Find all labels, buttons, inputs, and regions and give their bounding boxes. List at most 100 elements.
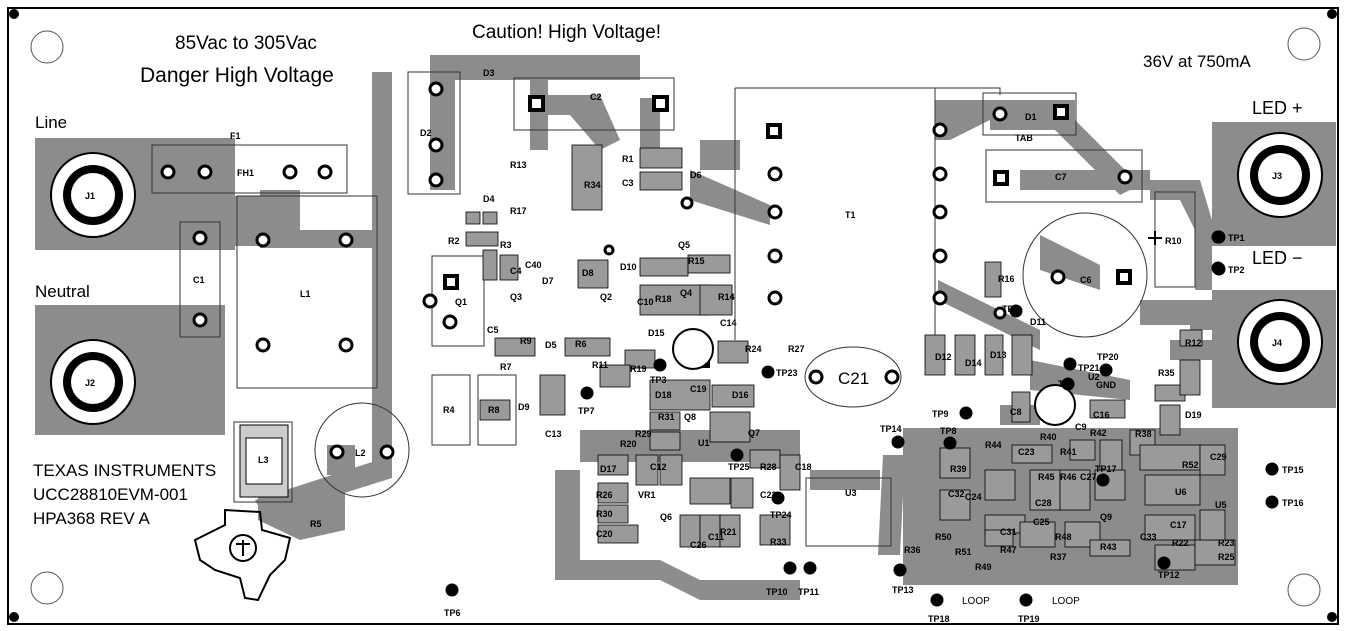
- tp-tp6: TP6: [444, 608, 461, 618]
- tp-tp15: TP15: [1282, 465, 1304, 475]
- ref-q9: Q9: [1100, 512, 1112, 522]
- ref-d10: D10: [620, 262, 637, 272]
- ref-c10: C10: [637, 297, 654, 307]
- tp-tp11: TP11: [798, 587, 819, 597]
- fh1-label: FH1: [237, 168, 254, 178]
- ref-c23: C23: [1018, 447, 1035, 457]
- ref-c31: C31: [1000, 527, 1017, 537]
- ref-r7: R7: [500, 362, 512, 372]
- ref-c20: C20: [596, 529, 613, 539]
- ref-r44: R44: [985, 440, 1002, 450]
- c21-label: C21: [838, 369, 869, 388]
- ref-c27: C27: [1080, 472, 1097, 482]
- revision-text: HPA368 REV A: [33, 509, 151, 528]
- ref-d6: D6: [690, 170, 702, 180]
- ref-r30: R30: [596, 509, 613, 519]
- r5-label: R5: [310, 519, 322, 529]
- ref-c19: C19: [690, 384, 707, 394]
- ref-u5: U5: [1215, 500, 1227, 510]
- tp-tp14: TP14: [880, 424, 902, 434]
- ref-r46: R46: [1060, 472, 1077, 482]
- ref-d4: D4: [483, 194, 495, 204]
- ref-r18: R18: [655, 294, 672, 304]
- ref-c33: C33: [1140, 532, 1157, 542]
- ref-d12: D12: [935, 352, 952, 362]
- ref-r31: R31: [658, 412, 675, 422]
- ref-r49: R49: [975, 562, 992, 572]
- ref-r9: R9: [520, 336, 532, 346]
- input-range-text: 85Vac to 305Vac: [175, 33, 317, 54]
- ref-c16: C16: [1093, 410, 1110, 420]
- test-points: [445, 230, 1279, 607]
- ref-r16: R16: [998, 274, 1015, 284]
- tp-tp21: TP21: [1078, 363, 1100, 373]
- tp-tp13: TP13: [892, 585, 914, 595]
- ref-c8: C8: [1010, 407, 1022, 417]
- ref-c13: C13: [545, 429, 562, 439]
- terminal-j1: [50, 152, 136, 238]
- ref-r23: R23: [1218, 538, 1235, 548]
- ref-d17: D17: [600, 464, 617, 474]
- d2-label: D2: [420, 128, 432, 138]
- ref-d8: D8: [582, 268, 594, 278]
- terminal-j3: [1237, 132, 1323, 218]
- tp-tp12: TP12: [1158, 570, 1180, 580]
- ref-d14: D14: [965, 358, 982, 368]
- tp-tp20: TP20: [1097, 352, 1119, 362]
- r10-label: R10: [1165, 236, 1182, 246]
- ref-r38: R38: [1135, 429, 1152, 439]
- ref-u2: U2: [1088, 372, 1100, 382]
- ref-r13: R13: [510, 160, 527, 170]
- ref-q3: Q3: [510, 292, 522, 302]
- pads: [160, 81, 1225, 460]
- ref-r52: R52: [1182, 460, 1199, 470]
- ref-r39: R39: [950, 464, 967, 474]
- ref-r37: R37: [1050, 552, 1067, 562]
- tp-tp16: TP16: [1282, 498, 1304, 508]
- ref-r25: R25: [1218, 552, 1235, 562]
- smd-pads: [465, 144, 1236, 571]
- ref-q2: Q2: [600, 292, 612, 302]
- caution-text: Caution! High Voltage!: [472, 22, 661, 43]
- tp-tp10: TP10: [766, 587, 788, 597]
- ref-c18: C18: [795, 462, 812, 472]
- ref-d3: D3: [483, 68, 495, 78]
- ref-d7: D7: [542, 276, 554, 286]
- loop-label-2: LOOP: [1052, 596, 1080, 607]
- j1-label: J1: [85, 191, 95, 201]
- tp-tp23: TP23: [776, 368, 798, 378]
- ref-d16: D16: [732, 390, 749, 400]
- ref-c26: C26: [690, 540, 707, 550]
- ref-r15: R15: [688, 256, 705, 266]
- inductor-l3: [239, 424, 289, 498]
- ref-r36: R36: [904, 545, 921, 555]
- ref-c12: C12: [650, 462, 667, 472]
- ref-c28: C28: [1035, 498, 1052, 508]
- tp-tp24: TP24: [770, 510, 792, 520]
- r12-label: R12: [1185, 338, 1202, 348]
- c6-label: C6: [1080, 275, 1092, 285]
- j2-label: J2: [85, 378, 95, 388]
- ref-r41: R41: [1060, 447, 1077, 457]
- ref-q7: Q7: [748, 428, 760, 438]
- tp-tp8: TP8: [940, 426, 957, 436]
- ref-r47: R47: [1000, 545, 1017, 555]
- tp-tp7: TP7: [578, 406, 595, 416]
- ref-r6: R6: [575, 339, 587, 349]
- u3-label: U3: [845, 488, 857, 498]
- ref-c11: C11: [708, 532, 724, 542]
- q5-label: Q5: [678, 240, 690, 250]
- ref-u1: U1: [698, 438, 710, 448]
- ref-r28: R28: [760, 462, 777, 472]
- ref-c17: C17: [1170, 520, 1187, 530]
- t1-label: T1: [845, 210, 856, 220]
- tp-tp5: TP5: [1058, 379, 1075, 389]
- danger-text: Danger High Voltage: [140, 64, 334, 87]
- terminal-j2: [50, 339, 136, 425]
- ref-r27: R27: [788, 344, 805, 354]
- ref-u6: U6: [1175, 487, 1187, 497]
- ref-d11: D11: [1030, 317, 1046, 327]
- ref-c3: C3: [622, 178, 634, 188]
